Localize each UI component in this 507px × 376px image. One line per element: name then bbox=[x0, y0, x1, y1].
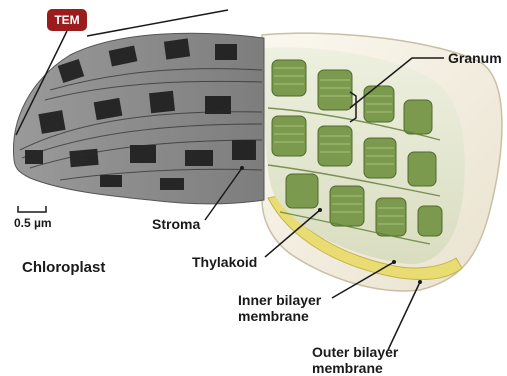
outer-membrane-leader bbox=[388, 282, 420, 350]
inner-membrane-label-line2: membrane bbox=[238, 308, 321, 324]
tem-badge: TEM bbox=[47, 9, 87, 31]
inner-membrane-label-line1: Inner bilayer bbox=[238, 292, 321, 308]
granum-label: Granum bbox=[448, 50, 502, 66]
outer-membrane-label: Outer bilayer membrane bbox=[312, 344, 398, 376]
inner-membrane-label: Inner bilayer membrane bbox=[238, 292, 321, 324]
scale-bar-label: 0.5 µm bbox=[14, 216, 52, 230]
outer-membrane-label-line2: membrane bbox=[312, 360, 398, 376]
scale-bar bbox=[18, 206, 46, 212]
stroma-label: Stroma bbox=[152, 216, 200, 232]
outer-membrane-label-line1: Outer bilayer bbox=[312, 344, 398, 360]
chloroplast-label: Chloroplast bbox=[22, 260, 105, 276]
thylakoid-label: Thylakoid bbox=[192, 254, 257, 270]
tem-leader-right bbox=[87, 10, 228, 36]
